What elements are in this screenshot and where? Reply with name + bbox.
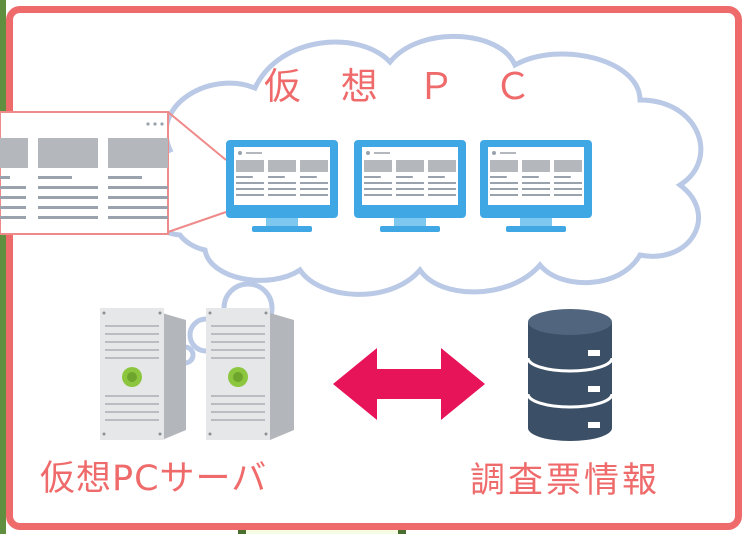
monitor-group bbox=[226, 140, 592, 232]
database-label: 調査票情報 bbox=[470, 461, 661, 501]
monitor-icon bbox=[226, 140, 338, 232]
monitor-icon bbox=[354, 140, 466, 232]
database-icon bbox=[526, 309, 614, 441]
server-label: 仮想PCサーバ bbox=[40, 459, 268, 499]
bidirectional-arrow bbox=[333, 348, 485, 420]
zoom-callout bbox=[0, 111, 227, 235]
monitor-icon bbox=[480, 140, 592, 232]
left-edge-strip bbox=[0, 0, 6, 534]
cloud-title: 仮 想 Ｐ Ｃ bbox=[264, 65, 546, 108]
server-tower-1 bbox=[100, 308, 186, 440]
server-tower-2 bbox=[206, 308, 294, 440]
